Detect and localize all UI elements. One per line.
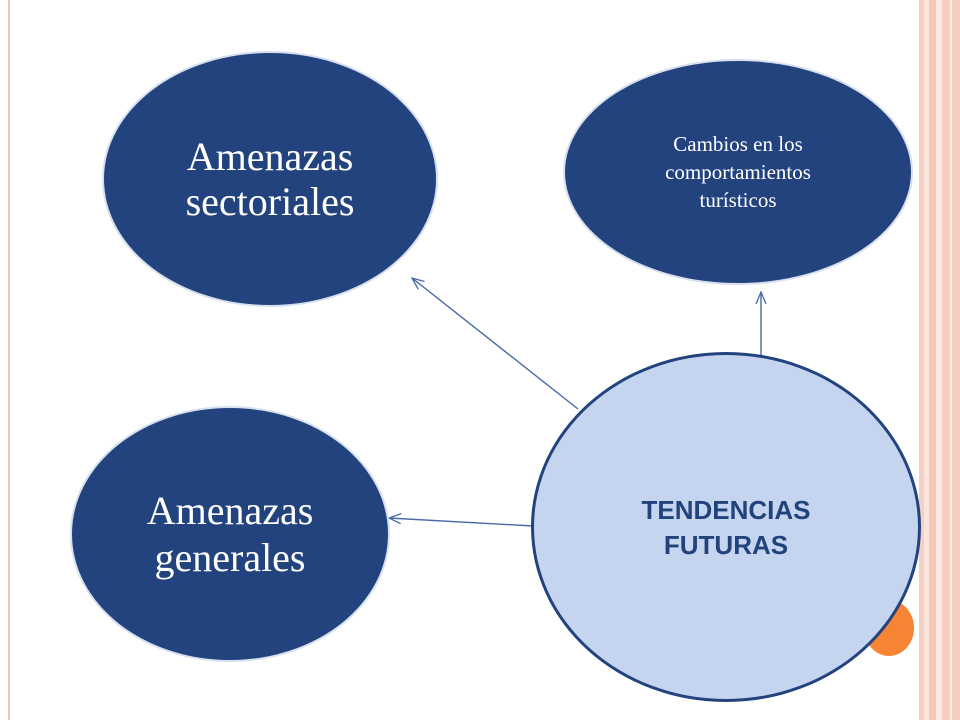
node-label: Cambios en los comportamientos turístico… [665,132,811,212]
node-label: Amenazas generales [146,488,314,580]
right-edge-band [919,0,924,720]
node-amenazas-sectoriales: Amenazas sectoriales [102,51,438,307]
node-amenazas-generales: Amenazas generales [70,406,390,662]
right-edge-band [936,0,942,720]
node-label: TENDENCIAS FUTURAS [641,495,811,560]
node-cambios-comportamientos: Cambios en los comportamientos turístico… [563,59,913,285]
arrow-to-sectoriales [412,278,579,410]
left-edge-line [8,0,10,720]
right-edge-band [929,0,936,720]
node-tendencias-futuras: TENDENCIAS FUTURAS [531,352,921,702]
right-edge-band [924,0,929,720]
arrow-to-generales [389,518,534,527]
right-edge-band [950,0,952,720]
node-label: Amenazas sectoriales [185,134,355,224]
